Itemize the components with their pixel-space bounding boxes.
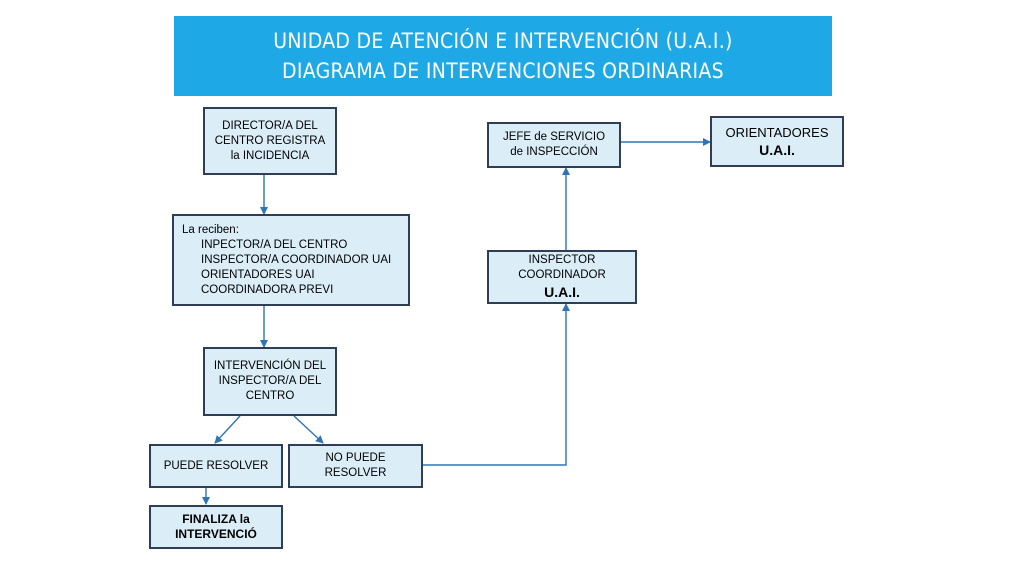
node-jefe-servicio: JEFE de SERVICIO de INSPECCIÓN (487, 122, 621, 168)
director-line-2: CENTRO REGISTRA (214, 134, 326, 147)
orientadores-line: ORIENTADORES (725, 125, 829, 140)
director-line-1: DIRECTOR/A DEL (222, 119, 318, 132)
inspector-uai: U.A.I. (544, 284, 580, 300)
reciben-item-3: ORIENTADORES UAI (201, 268, 315, 281)
reciben-item-4: COORDINADORA PREVI (201, 283, 334, 296)
title-banner: UNIDAD DE ATENCIÓN E INTERVENCIÓN (U.A.I… (174, 16, 832, 96)
node-puede-resolver: PUEDE RESOLVER (149, 444, 283, 488)
title-line-2: DIAGRAMA DE INTERVENCIONES ORDINARIAS (282, 59, 724, 83)
intervencion-line-2: INSPECTOR/A DEL (218, 375, 322, 387)
intervencion-line-3: CENTRO (245, 390, 295, 402)
finaliza-line-2: INTERVENCIÓ (175, 527, 257, 541)
inspector-line-2: COORDINADOR (518, 269, 606, 281)
node-no-puede-resolver: NO PUEDE RESOLVER (288, 444, 423, 488)
node-reciben: La reciben: INPECTOR/A DEL CENTRO INSPEC… (172, 214, 410, 306)
node-finaliza: FINALIZA la INTERVENCIÓ (149, 505, 283, 549)
arrow-no-puede-to-inspector (423, 303, 570, 466)
jefe-line-1: JEFE de SERVICIO (502, 131, 606, 143)
jefe-line-2: de INSPECCIÓN (510, 146, 598, 158)
director-line-3: la INCIDENCIA (230, 149, 310, 162)
inspector-line-1: INSPECTOR (528, 254, 596, 266)
reciben-item-1: INPECTOR/A DEL CENTRO (201, 238, 348, 251)
node-inspector-coordinador: INSPECTOR COORDINADOR U.A.I. (487, 250, 637, 304)
finaliza-line-1: FINALIZA la (182, 512, 250, 526)
arrow-intervencion-to-no-puede (293, 415, 324, 444)
intervencion-line-1: INTERVENCIÓN DEL (213, 360, 327, 372)
arrow-intervencion-to-puede (214, 415, 241, 444)
orientadores-uai: U.A.I. (759, 142, 795, 158)
node-orientadores: ORIENTADORES U.A.I. (710, 116, 844, 167)
reciben-item-2: INSPECTOR/A COORDINADOR UAI (201, 253, 392, 266)
no-puede-line-1: NO PUEDE (325, 452, 386, 464)
reciben-heading: La reciben: (182, 223, 239, 236)
no-puede-line-2: RESOLVER (324, 467, 387, 479)
title-line-1: UNIDAD DE ATENCIÓN E INTERVENCIÓN (U.A.I… (273, 29, 733, 53)
puede-label: PUEDE RESOLVER (163, 459, 269, 472)
node-intervencion: INTERVENCIÓN DEL INSPECTOR/A DEL CENTRO (203, 347, 337, 416)
node-director: DIRECTOR/A DEL CENTRO REGISTRA la INCIDE… (203, 107, 337, 175)
